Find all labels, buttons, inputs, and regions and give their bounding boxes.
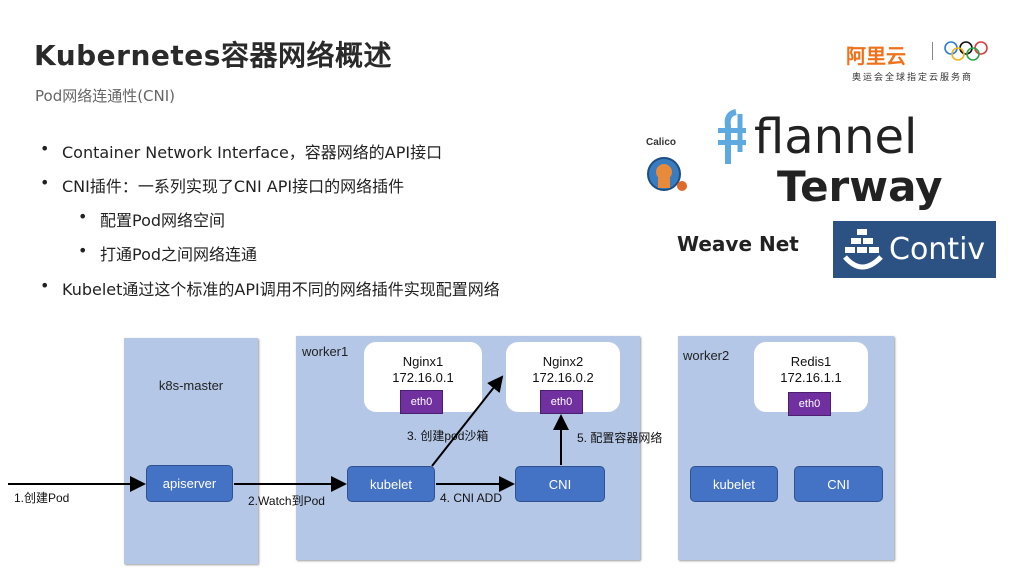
pod-nginx1-eth0: eth0 (400, 390, 443, 414)
bullet-item: •Container Network Interface，容器网络的API接口 (40, 139, 443, 162)
pod-name: Nginx2 (542, 354, 584, 369)
page-subtitle: Pod网络连通性(CNI) (35, 87, 176, 105)
worker2-cni-node: CNI (794, 466, 883, 502)
k8s-master-label: k8s-master (158, 378, 224, 393)
aliyun-logo: 阿里云 (846, 40, 996, 68)
flannel-icon (718, 109, 746, 164)
bullet-text: Container Network Interface，容器网络的API接口 (62, 143, 443, 162)
apiserver-node: apiserver (146, 465, 233, 502)
pod-ip: 172.16.1.1 (780, 370, 842, 385)
step-4-label: 4. CNI ADD (440, 491, 503, 505)
bullet-text: 打通Pod之间网络连通 (100, 245, 258, 264)
contiv-logo: Contiv (833, 221, 996, 278)
worker1-cni-node: CNI (515, 466, 605, 502)
calico-logo: Calico (646, 137, 690, 200)
bullet-text: Kubelet通过这个标准的API调用不同的网络插件实现配置网络 (62, 280, 500, 299)
step-1-label: 1.创建Pod (14, 491, 70, 505)
olympic-rings-icon (944, 41, 988, 61)
bullet-text: 配置Pod网络空间 (100, 211, 226, 230)
worker2-kubelet-node: kubelet (690, 466, 778, 502)
pod-redis1-eth0: eth0 (788, 392, 831, 416)
brand-slogan: 奥运会全球指定云服务商 (852, 73, 974, 83)
bullet-item: •CNI插件：一系列实现了CNI API接口的网络插件 (40, 173, 405, 196)
bullet-text: CNI插件：一系列实现了CNI API接口的网络插件 (62, 177, 405, 196)
pod-nginx2-eth0: eth0 (540, 390, 583, 414)
weave-net-logo: Weave Net (677, 232, 799, 256)
bullet-item: •Kubelet通过这个标准的API调用不同的网络插件实现配置网络 (40, 276, 500, 299)
bullet-item: •配置Pod网络空间 (78, 207, 226, 230)
worker1-label: worker1 (302, 344, 349, 359)
k8s-master-panel: k8s-master (124, 338, 258, 564)
step-3-label: 3. 创建pod沙箱 (407, 429, 489, 443)
page-title: Kubernetes容器网络概述 (34, 39, 392, 72)
pod-ip: 172.16.0.1 (392, 370, 454, 385)
flannel-logo: flannel (716, 108, 917, 166)
calico-label: Calico (646, 137, 677, 148)
contiv-icon (843, 228, 883, 269)
worker1-kubelet-node: kubelet (347, 466, 435, 502)
worker2-label: worker2 (683, 348, 730, 363)
contiv-label: Contiv (889, 232, 986, 267)
flannel-label: flannel (754, 109, 918, 165)
step-2-label: 2.Watch到Pod (248, 494, 325, 508)
terway-logo: Terway (777, 162, 943, 211)
calico-cat-icon (647, 157, 687, 191)
step-5-label: 5. 配置容器网络 (577, 431, 663, 445)
pod-ip: 172.16.0.2 (532, 370, 594, 385)
pod-name: Nginx1 (402, 354, 444, 369)
bullet-item: •打通Pod之间网络连通 (78, 241, 258, 264)
aliyun-brand: 阿里云 (846, 44, 906, 68)
pod-name: Redis1 (790, 354, 832, 369)
